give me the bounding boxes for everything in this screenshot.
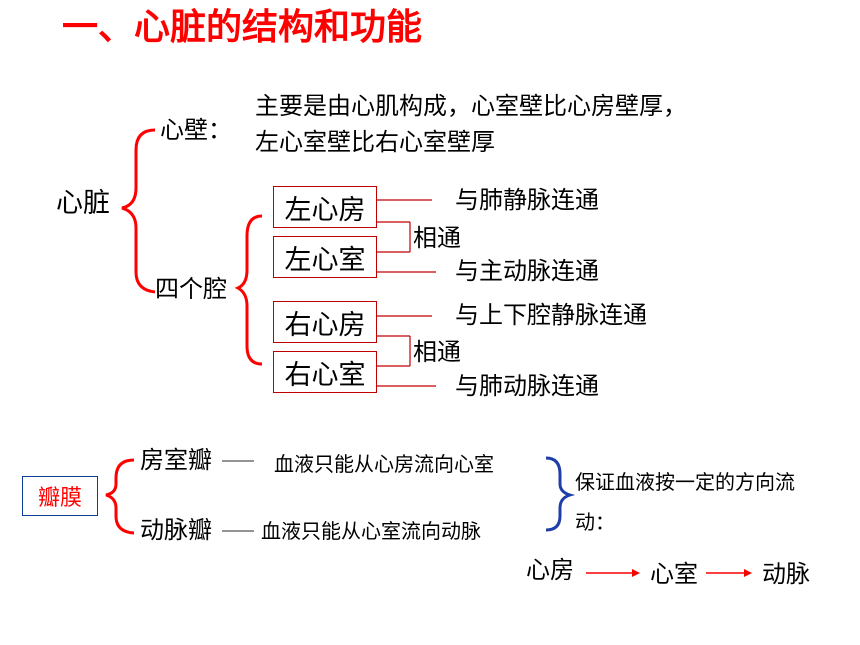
flow-artery: 动脉 [762,560,810,588]
valves-label: 瓣膜 [37,486,82,511]
right-connected-label: 相通 [413,338,461,366]
left-ventricle-label: 左心室 [284,244,366,276]
right-atrium-box: 右心房 [273,301,377,343]
right-atrium-label: 右心房 [284,309,366,341]
arterial-valve-label: 动脉瓣 [140,516,212,544]
wall-desc-line1: 主要是由心肌构成，心室壁比心房壁厚， [255,92,687,120]
left-atrium-link: 与肺静脉连通 [455,186,599,214]
right-ventricle-box: 右心室 [273,351,377,393]
left-ventricle-box: 左心室 [273,236,377,278]
left-atrium-box: 左心房 [273,186,377,228]
valves-brace [105,458,135,535]
function-desc: 保证血液按一定的方向流动： [575,470,795,534]
wall-desc-line2: 左心室壁比右心室壁厚 [255,128,495,156]
heart-brace [121,128,156,294]
right-atrium-link: 与上下腔静脉连通 [455,301,647,329]
page-title: 一、心脏的结构和功能 [62,7,423,48]
heart-label: 心脏 [56,188,110,219]
flow-atrium: 心房 [526,556,574,584]
arterial-valve-desc: 血液只能从心室流向动脉 [261,519,481,543]
valves-box: 瓣膜 [22,476,98,516]
chambers-brace [234,214,263,366]
flow-ventricle: 心室 [650,560,698,588]
av-valve-desc: 血液只能从心房流向心室 [274,452,494,476]
left-connected-label: 相通 [413,224,461,252]
chambers-label: 四个腔 [155,275,227,303]
function-brace [545,456,576,532]
left-ventricle-link: 与主动脉连通 [455,257,599,285]
right-ventricle-label: 右心室 [284,359,366,391]
left-atrium-label: 左心房 [284,194,366,226]
wall-label: 心壁： [160,116,232,144]
right-ventricle-link: 与肺动脉连通 [455,372,599,400]
av-valve-label: 房室瓣 [140,446,212,474]
